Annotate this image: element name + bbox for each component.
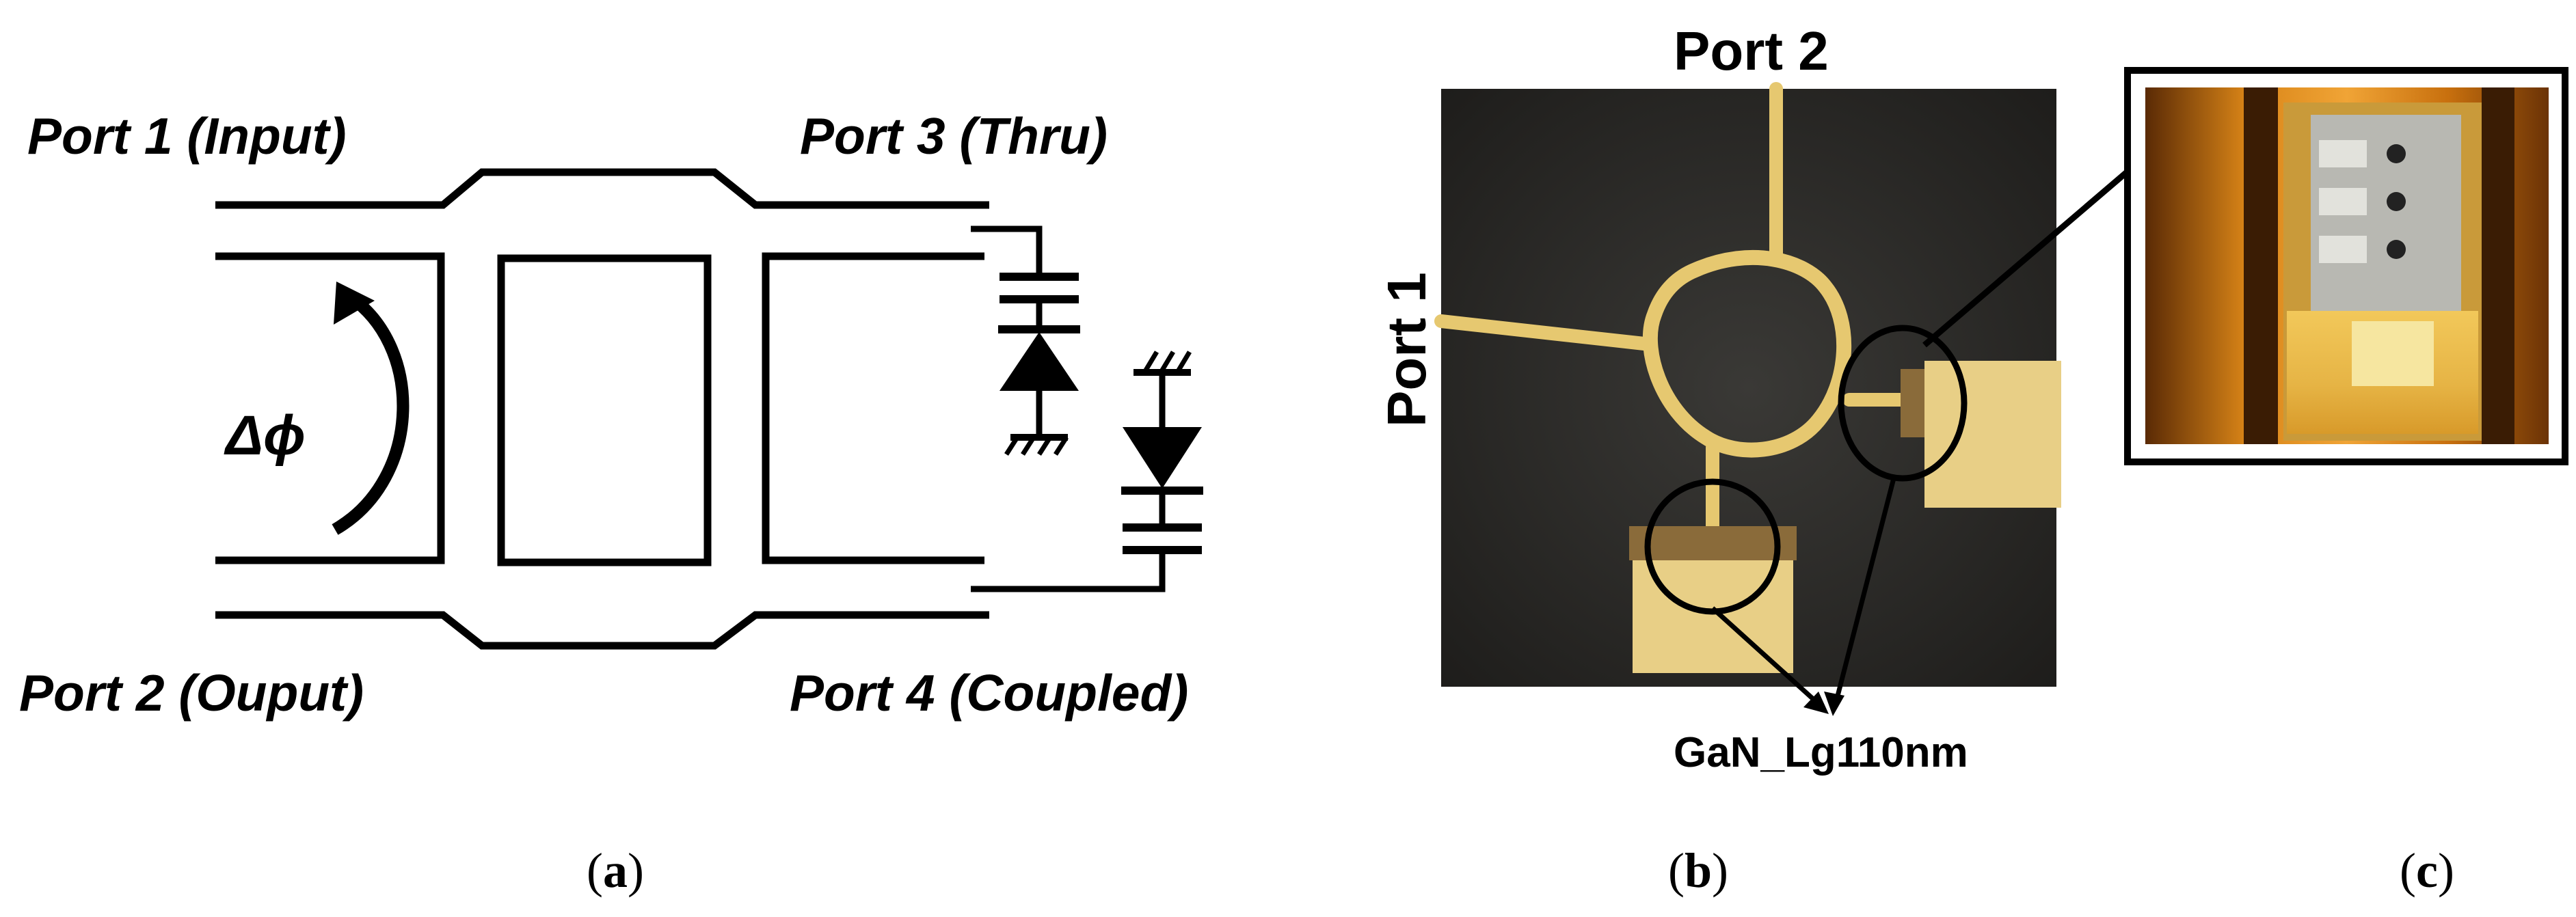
circle-highlight-right [1838,325,1968,482]
phase-symbol: Δϕ [224,405,306,467]
chip-pad-1 [2319,140,2367,167]
bottom-outer-line [215,611,989,650]
pointer-line-1 [1710,606,1821,706]
chip-highlight [2352,321,2434,386]
right-dark-strip [2482,87,2514,444]
photo-port-2-label: Port 2 [1674,20,1829,81]
device-label: GaN_Lg110nm [1674,729,1968,776]
phase-arrow-head [334,282,375,325]
port-3-label: Port 3 (Thru) [800,107,1108,165]
device-area-right [1901,369,1924,437]
circle-highlight-bottom [1644,478,1781,615]
diode-triangle [999,332,1079,391]
hybrid-ring [1642,250,1852,458]
photo-port-1-label: Port 1 [1376,272,1437,427]
port-4-label: Port 4 (Coupled) [790,664,1188,722]
right-branch [762,252,984,564]
chip-pad-3 [2319,236,2367,263]
left-branch [215,252,445,564]
left-dark-strip [2244,87,2278,444]
port-2-label: Port 2 (Ouput) [19,664,364,722]
device-area-bottom [1629,526,1797,560]
caption-c: (c) [2400,843,2454,898]
via-3 [2387,240,2406,259]
panel-a-schematic: Port 1 (Input) Port 3 (Thru) Port 2 (Oup… [19,107,1203,898]
via-2 [2387,192,2406,211]
phase-arrow [332,288,410,535]
center-branch [497,254,712,566]
pointer-line-2 [1833,478,1896,704]
top-outer-line [215,168,989,209]
caption-a: (a) [587,843,644,898]
diode-triangle-2 [1123,427,1202,489]
via-1 [2387,144,2406,163]
panel-c-micrograph: (c) [2124,67,2568,898]
caption-b: (b) [1668,843,1728,898]
port3-termination [971,225,1080,456]
port4-termination [971,351,1203,592]
pointer-head-2 [1824,692,1844,716]
chip-pad-2 [2319,188,2367,215]
pointer-head-1 [1803,692,1829,714]
panel-b-photo: Port 2 Port 1 GaN_Lg110nm (b) [1376,20,2186,898]
port-1-label: Port 1 (Input) [27,107,347,165]
gold-traces [1434,82,1928,533]
right-pad [1924,361,2061,508]
